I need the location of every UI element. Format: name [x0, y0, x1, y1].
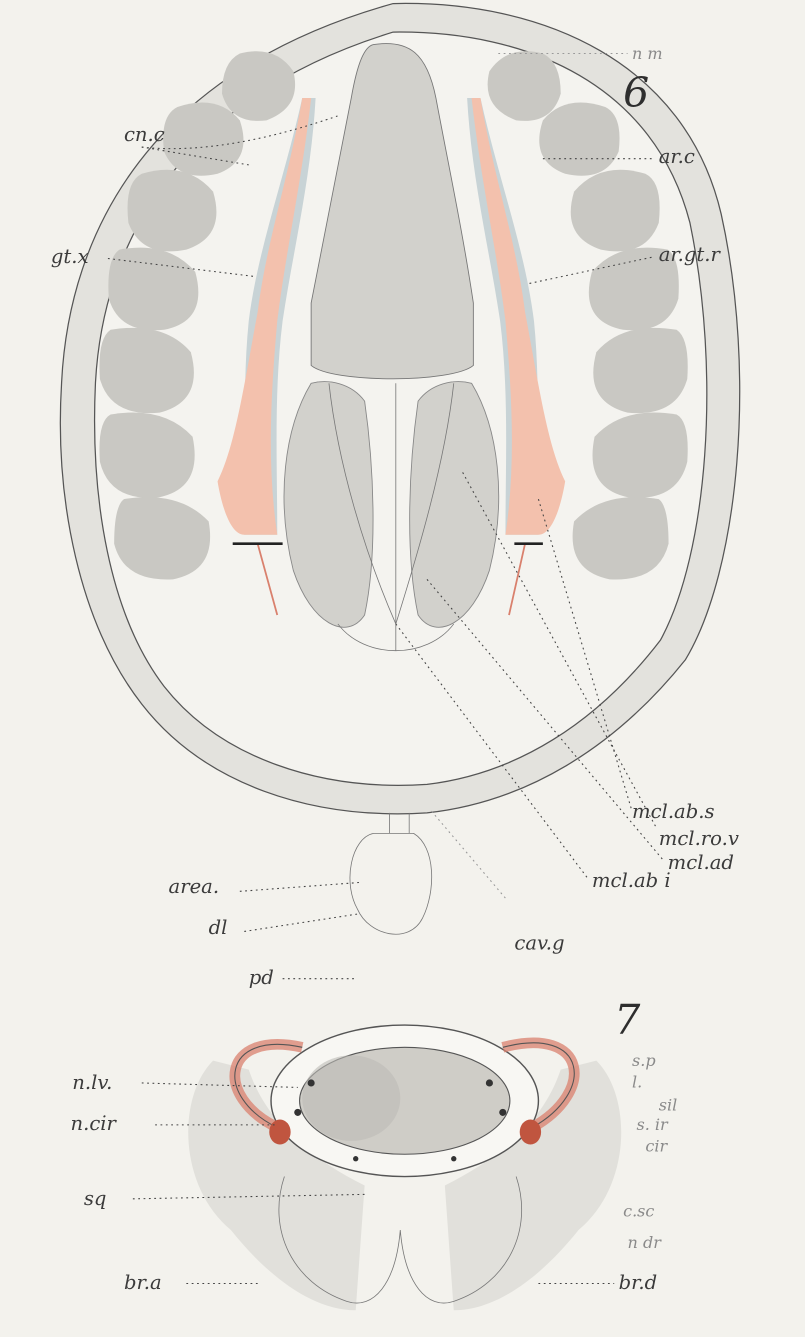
label-r6: c.sc — [623, 1202, 654, 1221]
label-cn-c: cn.c — [124, 123, 165, 146]
label-br-d: br.d — [619, 1271, 658, 1294]
label-cav-g: cav.g — [514, 931, 564, 954]
label-n-cir: n.cir — [70, 1112, 117, 1135]
pd-structure — [350, 833, 432, 934]
label-area: area. — [169, 875, 220, 898]
label-ar-c: ar.c — [659, 145, 695, 168]
figure-7-number: 7 — [614, 996, 641, 1044]
label-mcl-ab-s: mcl.ab.s — [632, 800, 715, 823]
label-n-m: n m — [632, 44, 663, 63]
label-r7: n dr — [628, 1233, 663, 1252]
label-pd: pd — [249, 966, 274, 989]
label-br-a: br.a — [124, 1271, 162, 1294]
label-r2: l. — [632, 1072, 642, 1091]
label-sq: sq — [84, 1187, 107, 1210]
label-gt-x: gt.x — [51, 245, 89, 268]
label-n-lv: n.lv. — [72, 1071, 112, 1094]
label-r3: sil — [659, 1096, 677, 1115]
label-r5: cir — [645, 1137, 668, 1156]
figure-6-number: 6 — [623, 69, 649, 117]
label-mcl-ro-v: mcl.ro.v — [659, 827, 739, 850]
label-dl: dl — [209, 916, 228, 939]
label-r1: s.p — [632, 1051, 656, 1070]
label-r4: s. ir — [636, 1115, 669, 1134]
label-mcl-ad: mcl.ad — [668, 851, 734, 874]
figure-7 — [133, 1025, 621, 1310]
label-mcl-ab-i: mcl.ab i — [592, 869, 671, 892]
figure-6 — [60, 3, 739, 978]
label-ar-gt-r: ar.gt.r — [659, 243, 722, 266]
